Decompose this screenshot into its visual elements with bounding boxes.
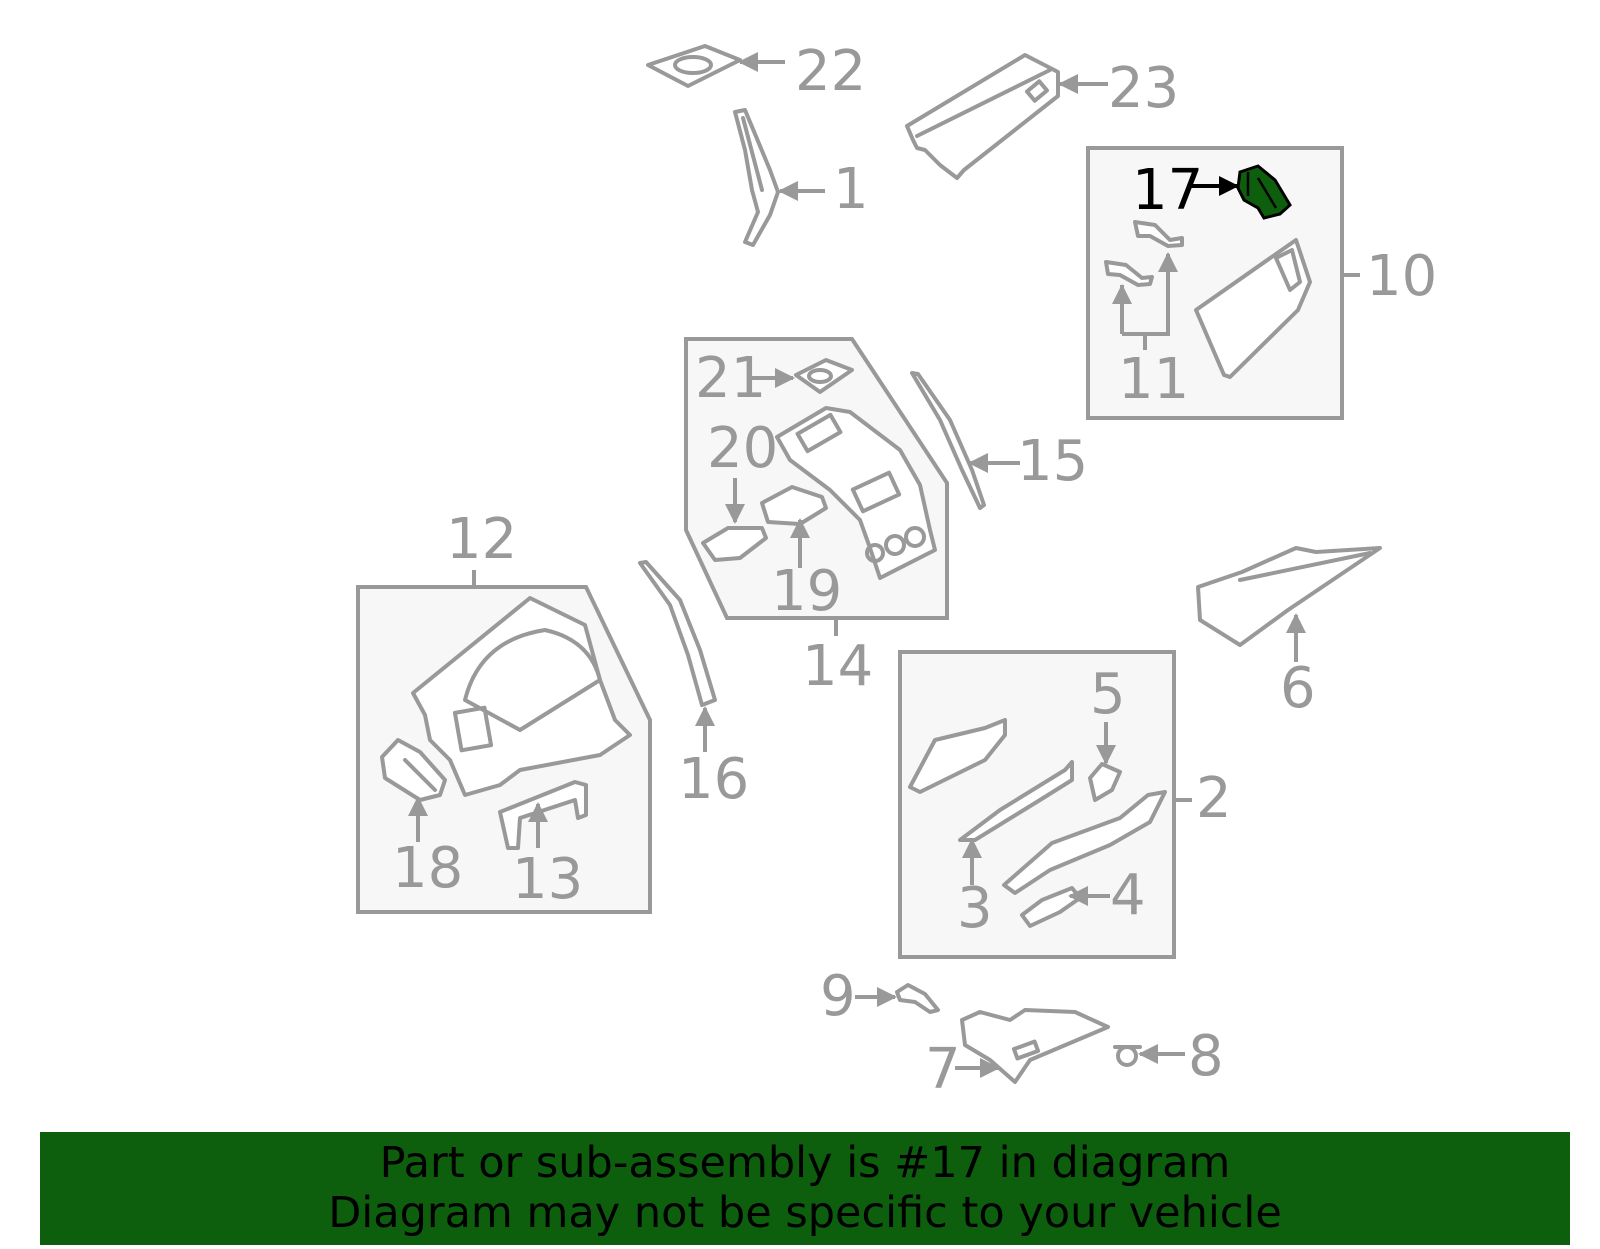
label-13: 13	[512, 847, 583, 912]
label-1: 1	[833, 157, 869, 222]
label-14: 14	[802, 634, 873, 699]
part-14-shape[interactable]	[775, 406, 937, 580]
part-12-shape[interactable]	[411, 596, 632, 797]
part-18-shape[interactable]	[380, 738, 447, 802]
part-2a-shape[interactable]	[908, 718, 1007, 794]
label-16: 16	[678, 747, 749, 812]
label-21: 21	[695, 346, 766, 411]
part-7-shape[interactable]	[960, 1008, 1110, 1084]
part-5-shape[interactable]	[1088, 762, 1122, 802]
label-4: 4	[1110, 863, 1146, 928]
label-23: 23	[1108, 56, 1179, 121]
label-10: 10	[1366, 244, 1437, 309]
part-21-shape[interactable]	[794, 358, 854, 394]
part-15-shape[interactable]	[910, 371, 986, 510]
part-6-shape[interactable]	[1196, 546, 1382, 647]
label-12: 12	[446, 507, 517, 572]
banner-line-2: Diagram may not be specific to your vehi…	[328, 1188, 1282, 1238]
label-19: 19	[771, 559, 842, 624]
label-7: 7	[925, 1037, 961, 1102]
part-20-shape[interactable]	[701, 526, 768, 562]
part-8-shape[interactable]	[1113, 1045, 1142, 1067]
part-16-shape[interactable]	[638, 560, 717, 707]
label-2: 2	[1196, 766, 1232, 831]
part-13-shape[interactable]	[498, 780, 588, 850]
part-10-shape[interactable]	[1194, 238, 1312, 379]
label-20: 20	[707, 416, 778, 481]
label-8: 8	[1188, 1024, 1224, 1089]
label-18: 18	[392, 836, 463, 901]
label-17: 17	[1132, 158, 1203, 223]
leader-11b	[1122, 256, 1170, 336]
label-5: 5	[1090, 662, 1126, 727]
label-9: 9	[820, 964, 856, 1029]
banner-line-1: Part or sub-assembly is #17 in diagram	[379, 1138, 1231, 1188]
label-11: 11	[1118, 347, 1189, 412]
label-22: 22	[795, 39, 866, 104]
label-3: 3	[957, 876, 993, 941]
part-17-shape[interactable]	[1236, 164, 1292, 220]
part-1-shape[interactable]	[733, 108, 780, 247]
part-3-shape[interactable]	[958, 760, 1074, 842]
part-9-shape[interactable]	[895, 983, 940, 1014]
label-6: 6	[1280, 656, 1316, 721]
part-2b-shape[interactable]	[1002, 790, 1167, 895]
part-11-shape[interactable]	[1104, 220, 1184, 287]
label-15: 15	[1017, 429, 1088, 494]
info-banner: Part or sub-assembly is #17 in diagram D…	[40, 1132, 1570, 1245]
part-22-shape[interactable]	[646, 44, 742, 88]
part-19-shape[interactable]	[760, 485, 828, 526]
part-23-shape[interactable]	[905, 53, 1060, 180]
